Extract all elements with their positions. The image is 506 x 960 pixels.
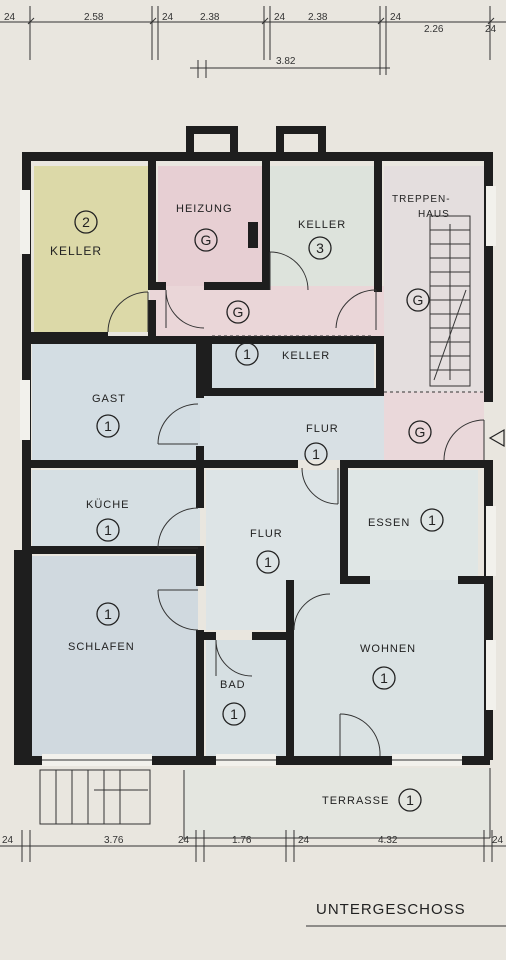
- staircase: [429, 215, 471, 387]
- bottom-dim-5: 24: [298, 835, 310, 846]
- room-badge-text-heizung: G: [201, 232, 212, 248]
- room-fill-wohnen: [292, 580, 486, 760]
- room-name-heizung: HEIZUNG: [176, 203, 233, 215]
- room-name-gast: GAST: [92, 393, 126, 405]
- room-fill-eingang: [384, 392, 484, 460]
- top-dim-1: 24: [4, 12, 16, 23]
- room-fill-keller1: [210, 342, 374, 388]
- room-badge-text-keller3: 3: [316, 240, 324, 256]
- room-badge-kueche: [96, 518, 120, 542]
- room-badge-text-flur-oben: 1: [312, 446, 320, 462]
- room-badge-text-bad: 1: [230, 706, 238, 722]
- room-badge-heizung: [194, 228, 218, 252]
- room-badge-wohnen: [372, 666, 396, 690]
- room-badge-text-gast: 1: [104, 418, 112, 434]
- top-dim-5: 24: [274, 12, 286, 23]
- room-badge-gast: [96, 414, 120, 438]
- room-name-flur: FLUR: [250, 528, 283, 540]
- room-fills: [28, 166, 490, 838]
- bottom-dim-2: 3.76: [104, 835, 124, 846]
- top-dim-9: 24: [485, 24, 497, 35]
- room-fill-kueche: [32, 470, 200, 546]
- room-badge-vorraum: [226, 300, 250, 324]
- room-name-treppenhaus-2: HAUS: [418, 209, 450, 220]
- bottom-dim-6: 4.32: [378, 835, 398, 846]
- room-name-terrasse: TERRASSE: [322, 795, 389, 807]
- room-fill-heizung: [158, 166, 262, 286]
- top-dim-8: 2.26: [424, 24, 444, 35]
- room-fill-keller2: [34, 166, 148, 332]
- room-fill-vorraum: [150, 286, 384, 336]
- room-badge-essen: [420, 508, 444, 532]
- room-fill-flur-oben: [200, 396, 384, 460]
- room-name-keller2: KELLER: [50, 244, 102, 258]
- room-badge-text-schlafen: 1: [104, 606, 112, 622]
- room-name-wohnen: WOHNEN: [360, 643, 416, 655]
- room-badge-keller2: [74, 210, 98, 234]
- room-badge-text-keller1: 1: [243, 346, 251, 362]
- room-fill-essen: [348, 470, 478, 580]
- room-badge-text-flur: 1: [264, 554, 272, 570]
- bottom-dim-4: 1.76: [232, 835, 252, 846]
- room-name-schlafen: SCHLAFEN: [68, 641, 135, 653]
- room-badge-text-eingang: G: [415, 424, 426, 440]
- room-badge-bad: [222, 702, 246, 726]
- room-name-keller3: KELLER: [298, 219, 346, 231]
- room-badge-keller1: [235, 342, 259, 366]
- plan-title: UNTERGESCHOSS: [316, 901, 466, 918]
- room-badge-keller3: [308, 236, 332, 260]
- room-name-treppenhaus-1: TREPPEN-: [392, 194, 451, 205]
- bottom-dim-3: 24: [178, 835, 190, 846]
- room-name-kueche: KÜCHE: [86, 499, 130, 511]
- room-fill-keller3: [270, 166, 374, 290]
- room-badge-terrasse: [398, 788, 422, 812]
- room-badge-text-vorraum: G: [233, 304, 244, 320]
- top-dim-4: 2.38: [200, 12, 220, 23]
- bottom-dim-7: 24: [492, 835, 504, 846]
- room-badge-text-kueche: 1: [104, 522, 112, 538]
- room-badge-treppenhaus: [406, 288, 430, 312]
- room-name-bad: BAD: [220, 679, 246, 691]
- top-dim-10: 3.82: [276, 56, 296, 67]
- top-dimension-chain: 24 2.58 24 2.38 24 2.38 24 2.26 24 3.82: [0, 6, 506, 78]
- room-badge-schlafen: [96, 602, 120, 626]
- room-fill-terrasse: [184, 768, 490, 838]
- room-badge-flur: [256, 550, 280, 574]
- room-fill-gast: [32, 342, 200, 462]
- room-badge-flur-oben: [304, 442, 328, 466]
- door-swings: [107, 251, 485, 757]
- room-name-keller1: KELLER: [282, 350, 330, 362]
- terrace-steps: [39, 768, 491, 840]
- room-fill-treppenhaus: [384, 166, 484, 392]
- plan-title-block: UNTERGESCHOSS: [306, 901, 506, 927]
- room-fill-bad: [206, 640, 286, 758]
- room-fill-schlafen: [28, 556, 198, 756]
- windows: [20, 186, 496, 766]
- bottom-dim-1: 24: [2, 835, 14, 846]
- room-badge-text-keller2: 2: [82, 214, 90, 230]
- room-badge-text-essen: 1: [428, 512, 436, 528]
- entrance-arrow-icon: [488, 428, 505, 448]
- bottom-dimension-chain: 24 3.76 24 1.76 24 4.32 24: [0, 830, 506, 862]
- room-name-essen: ESSEN: [368, 517, 410, 529]
- room-badge-text-terrasse: 1: [406, 792, 414, 808]
- top-dim-6: 2.38: [308, 12, 328, 23]
- top-dim-2: 2.58: [84, 12, 104, 23]
- top-dim-7: 24: [390, 12, 402, 23]
- room-name-flur-oben: FLUR: [306, 423, 339, 435]
- top-dim-3: 24: [162, 12, 174, 23]
- room-badge-text-wohnen: 1: [380, 670, 388, 686]
- room-badge-eingang: [408, 420, 432, 444]
- room-badge-text-treppenhaus: G: [413, 292, 424, 308]
- room-labels: 2 KELLER HEIZUNG G KELLER 3 TREPPEN- HAU…: [50, 194, 451, 812]
